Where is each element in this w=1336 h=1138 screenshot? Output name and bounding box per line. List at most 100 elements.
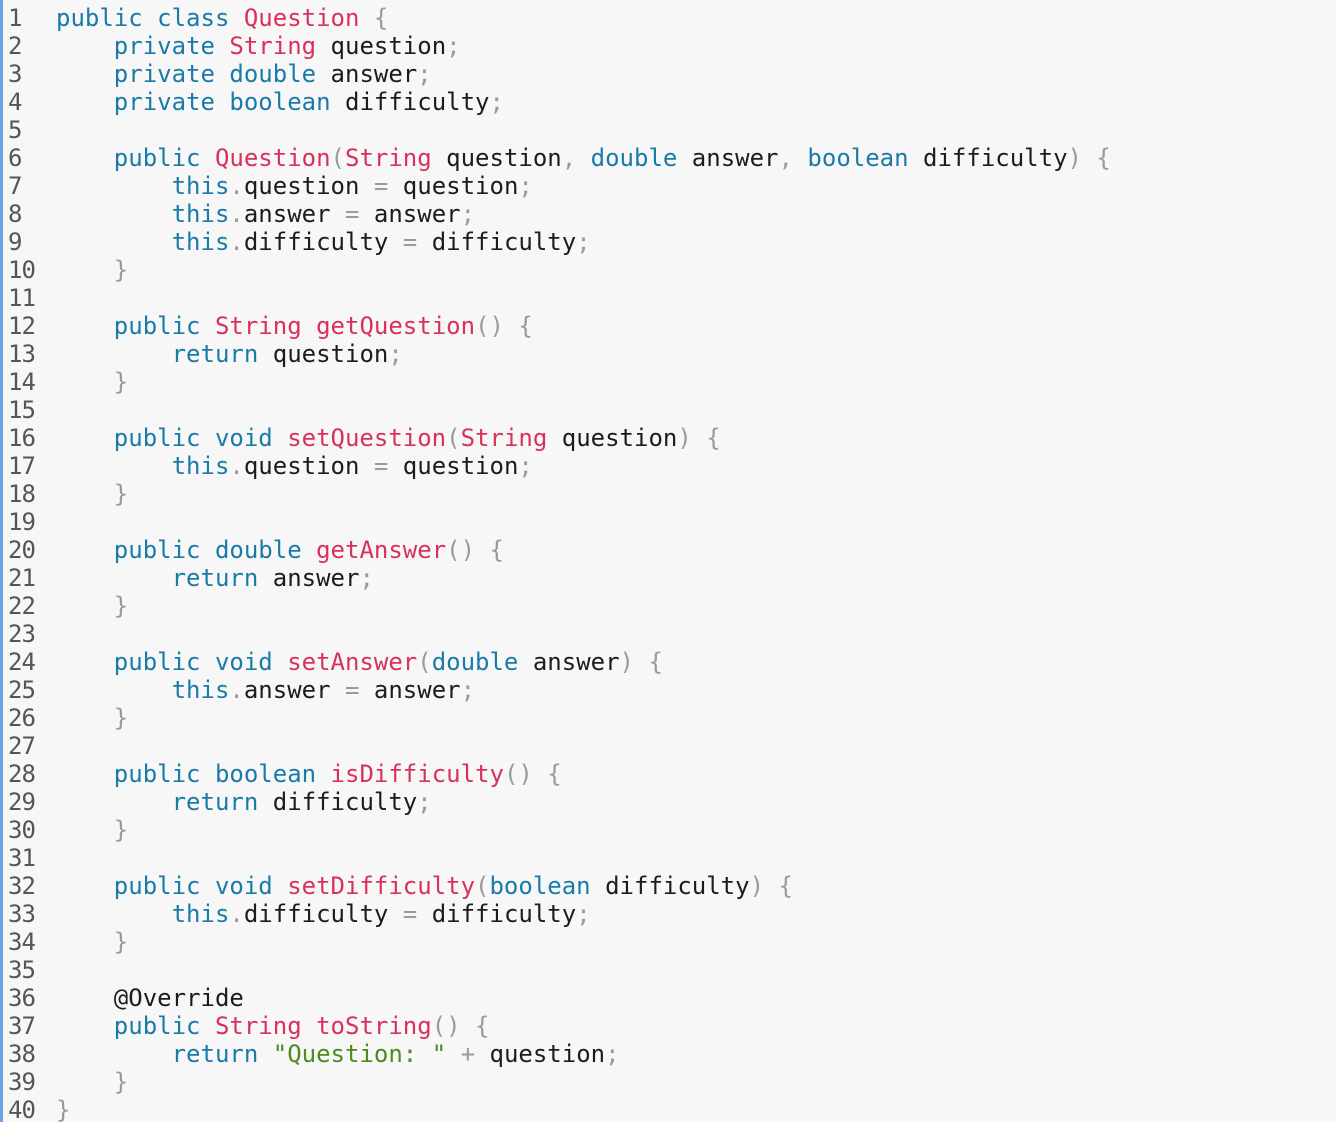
line-number-gutter xyxy=(0,0,44,1122)
line-number: 1 xyxy=(8,4,22,32)
line-number: 39 xyxy=(8,1068,36,1096)
code-line[interactable]: 17 this.question = question; xyxy=(0,452,1336,480)
code-token: = xyxy=(373,452,389,480)
code-text: public String getQuestion() { xyxy=(56,312,533,340)
line-number: 36 xyxy=(8,984,36,1012)
code-line[interactable]: 31 xyxy=(0,844,1336,872)
code-line[interactable]: 26 } xyxy=(0,704,1336,732)
code-line[interactable]: 27 xyxy=(0,732,1336,760)
code-token: getQuestion xyxy=(316,312,476,340)
code-line[interactable]: 13 return question; xyxy=(0,340,1336,368)
line-number: 38 xyxy=(8,1040,36,1068)
code-line[interactable]: 33 this.difficulty = difficulty; xyxy=(0,900,1336,928)
code-token: ) { xyxy=(749,872,793,900)
code-line[interactable]: 2 private String question; xyxy=(0,32,1336,60)
code-line[interactable]: 36 @Override xyxy=(0,984,1336,1012)
code-line[interactable]: 32 public void setDifficulty(boolean dif… xyxy=(0,872,1336,900)
code-line[interactable]: 14 } xyxy=(0,368,1336,396)
code-line[interactable]: 23 xyxy=(0,620,1336,648)
code-token: () { xyxy=(431,1012,490,1040)
code-line[interactable]: 30 } xyxy=(0,816,1336,844)
code-line[interactable]: 20 public double getAnswer() { xyxy=(0,536,1336,564)
line-number: 33 xyxy=(8,900,36,928)
code-token: ; xyxy=(359,564,374,592)
code-token: public boolean xyxy=(113,760,331,788)
code-token: difficulty xyxy=(243,900,403,928)
code-line[interactable]: 18 } xyxy=(0,480,1336,508)
code-token: public double xyxy=(113,536,317,564)
code-line[interactable]: 24 public void setAnswer(double answer) … xyxy=(0,648,1336,676)
code-line[interactable]: 15 xyxy=(0,396,1336,424)
code-token xyxy=(302,312,316,340)
code-token: answer xyxy=(518,648,620,676)
code-token: . xyxy=(229,676,244,704)
code-token: this xyxy=(171,900,230,928)
code-token xyxy=(56,648,114,676)
code-token: () { xyxy=(503,760,562,788)
code-line[interactable]: 39 } xyxy=(0,1068,1336,1096)
code-line[interactable]: 34 } xyxy=(0,928,1336,956)
code-line[interactable]: 12 public String getQuestion() { xyxy=(0,312,1336,340)
line-number: 19 xyxy=(8,508,36,536)
code-line[interactable]: 5 xyxy=(0,116,1336,144)
line-number: 6 xyxy=(8,144,22,172)
code-line[interactable]: 38 return "Question: " + question; xyxy=(0,1040,1336,1068)
code-token: this xyxy=(171,200,230,228)
code-token: String xyxy=(229,32,317,60)
code-token: . xyxy=(229,900,244,928)
line-number: 28 xyxy=(8,760,36,788)
code-token: difficulty xyxy=(417,228,577,256)
code-token: public void xyxy=(113,872,288,900)
code-line[interactable]: 21 return answer; xyxy=(0,564,1336,592)
code-token: this xyxy=(171,676,230,704)
code-token: } xyxy=(113,368,129,396)
code-line[interactable]: 7 this.question = question; xyxy=(0,172,1336,200)
line-number: 21 xyxy=(8,564,36,592)
line-number: 2 xyxy=(8,32,22,60)
code-line[interactable]: 16 public void setQuestion(String questi… xyxy=(0,424,1336,452)
code-token xyxy=(56,1012,114,1040)
code-token xyxy=(56,340,172,368)
code-line[interactable]: 4 private boolean difficulty; xyxy=(0,88,1336,116)
code-text: return question; xyxy=(56,340,403,368)
code-token: ; xyxy=(460,200,476,228)
code-token: difficulty xyxy=(908,144,1068,172)
code-text: public Question(String question, double … xyxy=(56,144,1111,172)
code-token xyxy=(56,452,172,480)
code-line[interactable]: 11 xyxy=(0,284,1336,312)
code-line[interactable]: 8 this.answer = answer; xyxy=(0,200,1336,228)
code-line[interactable]: 19 xyxy=(0,508,1336,536)
code-token: ; xyxy=(460,676,476,704)
line-number: 5 xyxy=(8,116,22,144)
code-token: question xyxy=(258,340,389,368)
line-number: 37 xyxy=(8,1012,36,1040)
code-token: answer xyxy=(243,200,345,228)
code-line[interactable]: 29 return difficulty; xyxy=(0,788,1336,816)
code-line[interactable]: 37 public String toString() { xyxy=(0,1012,1336,1040)
code-token: return xyxy=(171,1040,273,1068)
code-token xyxy=(56,704,114,732)
line-number: 30 xyxy=(8,816,36,844)
code-line[interactable]: 22 } xyxy=(0,592,1336,620)
code-line[interactable]: 6 public Question(String question, doubl… xyxy=(0,144,1336,172)
code-token: String xyxy=(345,144,432,172)
code-line[interactable]: 25 this.answer = answer; xyxy=(0,676,1336,704)
code-text: } xyxy=(56,592,128,620)
code-token: question xyxy=(547,424,678,452)
code-line[interactable]: 35 xyxy=(0,956,1336,984)
code-token xyxy=(56,928,114,956)
line-number: 12 xyxy=(8,312,36,340)
code-line[interactable]: 40} xyxy=(0,1096,1336,1124)
code-line[interactable]: 28 public boolean isDifficulty() { xyxy=(0,760,1336,788)
code-text: this.question = question; xyxy=(56,452,533,480)
code-token: difficulty xyxy=(330,88,490,116)
code-text: public double getAnswer() { xyxy=(56,536,504,564)
line-number: 29 xyxy=(8,788,36,816)
code-token: public void xyxy=(113,648,288,676)
code-line[interactable]: 9 this.difficulty = difficulty; xyxy=(0,228,1336,256)
code-line[interactable]: 3 private double answer; xyxy=(0,60,1336,88)
code-line[interactable]: 10 } xyxy=(0,256,1336,284)
